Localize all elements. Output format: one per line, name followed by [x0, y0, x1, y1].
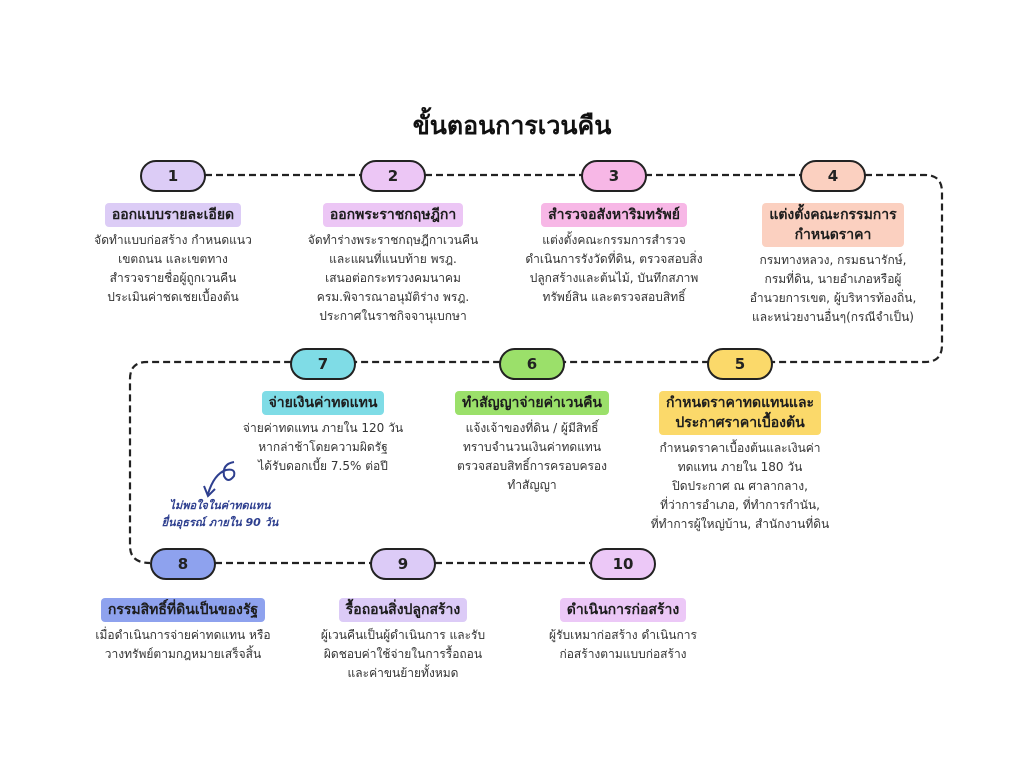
step-title: ออกพระราชกฤษฎีกา	[322, 203, 464, 227]
step-description-line: ผู้เวนคืนเป็นผู้ดำเนินการ และรับ	[320, 628, 486, 642]
step-number-badge: 6	[499, 348, 565, 380]
step-number-badge: 3	[581, 160, 647, 192]
step-6: ทำสัญญาจ่ายค่าเวนคืนแจ้งเจ้าของที่ดิน / …	[412, 391, 652, 495]
step-number-badge: 2	[360, 160, 426, 192]
step-description: แจ้งเจ้าของที่ดิน / ผู้มีสิทธิ์ทราบจำนวน…	[412, 419, 652, 495]
step-description-line: กำหนดราคาเบื้องต้นและเงินค่า	[659, 441, 821, 455]
step-number-badge: 1	[140, 160, 206, 192]
step-description-line: ก่อสร้างตามแบบก่อสร้าง	[559, 647, 687, 661]
step-number-badge: 4	[800, 160, 866, 192]
step-title: ทำสัญญาจ่ายค่าเวนคืน	[455, 391, 609, 415]
step-description-line: ที่ว่าการอำเภอ, ที่ทำการกำนัน,	[660, 498, 820, 512]
step-description-line: และค่าขนย้ายทั้งหมด	[347, 666, 459, 680]
step-number-badge: 8	[150, 548, 216, 580]
step-title: รื้อถอนสิ่งปลูกสร้าง	[338, 598, 468, 622]
step-title-line: แต่งตั้งคณะกรรมการ	[769, 207, 897, 223]
appeal-note-line: ยื่นอุธรณ์ ภายใน 90 วัน	[161, 516, 279, 529]
step-description-line: จัดทำร่างพระราชกฤษฎีกาเวนคืน	[307, 233, 479, 247]
step-description-line: กรมที่ดิน, นายอำเภอหรือผู้	[764, 272, 902, 286]
curved-arrow-icon	[203, 461, 236, 498]
step-title: ดำเนินการก่อสร้าง	[559, 598, 687, 622]
step-9: รื้อถอนสิ่งปลูกสร้างผู้เวนคืนเป็นผู้ดำเน…	[283, 598, 523, 683]
step-title-line: ดำเนินการก่อสร้าง	[566, 602, 680, 618]
step-7: จ่ายเงินค่าทดแทนจ่ายค่าทดแทน ภายใน 120 ว…	[203, 391, 443, 476]
step-description-line: จ่ายค่าทดแทน ภายใน 120 วัน	[242, 421, 404, 435]
step-title-line: กำหนดราคา	[794, 227, 872, 243]
step-description: จัดทำแบบก่อสร้าง กำหนดแนวเขตถนน และเขตทา…	[53, 231, 293, 307]
step-description-line: เมื่อดำเนินการจ่ายค่าทดแทน หรือ	[95, 628, 271, 642]
step-number-badge: 5	[707, 348, 773, 380]
step-number-badge: 10	[590, 548, 656, 580]
step-2: ออกพระราชกฤษฎีกาจัดทำร่างพระราชกฤษฎีกาเว…	[273, 203, 513, 326]
step-description-line: แต่งตั้งคณะกรรมการสำรวจ	[542, 233, 686, 247]
step-description-line: ได้รับดอกเบี้ย 7.5% ต่อปี	[258, 459, 388, 473]
step-title: ออกแบบรายละเอียด	[104, 203, 242, 227]
step-description-line: ทำสัญญา	[507, 478, 557, 492]
step-description: แต่งตั้งคณะกรรมการสำรวจดำเนินการรังวัดที…	[494, 231, 734, 307]
step-description-line: กรมทางหลวง, กรมธนารักษ์,	[759, 253, 907, 267]
step-5: กำหนดราคาทดแทนและประกาศราคาเบื้องต้นกำหน…	[620, 391, 860, 534]
step-description: ผู้เวนคืนเป็นผู้ดำเนินการ และรับผิดชอบค่…	[283, 626, 523, 683]
step-description-line: ครม.พิจารณาอนุมัติร่าง พรฎ.	[316, 290, 470, 304]
step-8: กรรมสิทธิ์ที่ดินเป็นของรัฐเมื่อดำเนินการ…	[63, 598, 303, 664]
step-title-line: ออกแบบรายละเอียด	[111, 207, 235, 223]
step-description-line: ประเมินค่าชดเชยเบื้องต้น	[107, 290, 239, 304]
step-10: ดำเนินการก่อสร้างผู้รับเหมาก่อสร้าง ดำเน…	[503, 598, 743, 664]
step-description: จ่ายค่าทดแทน ภายใน 120 วันหากล่าช้าโดยคว…	[203, 419, 443, 476]
step-description-line: หากล่าช้าโดยความผิดรัฐ	[258, 440, 388, 454]
appeal-note-line: ไม่พอใจในค่าทดแทน	[169, 499, 271, 512]
step-title: กรรมสิทธิ์ที่ดินเป็นของรัฐ	[100, 598, 266, 622]
step-4: แต่งตั้งคณะกรรมการกำหนดราคากรมทางหลวง, ก…	[713, 203, 953, 327]
step-description-line: ทรัพย์สิน และตรวจสอบสิทธิ์	[542, 290, 686, 304]
step-title: แต่งตั้งคณะกรรมการกำหนดราคา	[762, 203, 904, 247]
appeal-note: ไม่พอใจในค่าทดแทน ยื่นอุธรณ์ ภายใน 90 วั…	[150, 497, 290, 531]
step-description-line: ตรวจสอบสิทธิ์การครอบครอง	[457, 459, 607, 473]
step-description-line: ผู้รับเหมาก่อสร้าง ดำเนินการ	[549, 628, 697, 642]
step-number-badge: 9	[370, 548, 436, 580]
step-description-line: ทดแทน ภายใน 180 วัน	[677, 460, 803, 474]
step-title-line: ประกาศราคาเบื้องต้น	[675, 415, 805, 431]
step-description-line: ที่ทำการผู้ใหญ่บ้าน, สำนักงานที่ดิน	[650, 517, 830, 531]
step-description: ผู้รับเหมาก่อสร้าง ดำเนินการก่อสร้างตามแ…	[503, 626, 743, 664]
step-title-line: ทำสัญญาจ่ายค่าเวนคืน	[462, 395, 602, 411]
step-title-line: กรรมสิทธิ์ที่ดินเป็นของรัฐ	[107, 602, 259, 618]
step-description-line: วางทรัพย์ตามกฎหมายเสร็จสิ้น	[104, 647, 262, 661]
step-title: จ่ายเงินค่าทดแทน	[261, 391, 385, 415]
step-description-line: ประกาศในราชกิจจานุเบกษา	[319, 309, 467, 323]
step-description-line: ปิดประกาศ ณ ศาลากลาง,	[672, 479, 808, 493]
step-description: จัดทำร่างพระราชกฤษฎีกาเวนคืนและแผนที่แนบ…	[273, 231, 513, 326]
step-description-line: ผิดชอบค่าใช้จ่ายในการรื้อถอน	[323, 647, 483, 661]
step-description-line: และแผนที่แนบท้าย พรฎ.	[329, 252, 457, 266]
step-description-line: และหน่วยงานอื่นๆ(กรณีจำเป็น)	[752, 310, 914, 324]
step-description: เมื่อดำเนินการจ่ายค่าทดแทน หรือวางทรัพย์…	[63, 626, 303, 664]
step-title-line: จ่ายเงินค่าทดแทน	[268, 395, 378, 411]
step-description-line: เสนอต่อกระทรวงคมนาคม	[325, 271, 461, 285]
step-title-line: สำรวจอสังหาริมทรัพย์	[548, 207, 680, 223]
step-description-line: ดำเนินการรังวัดที่ดิน, ตรวจสอบสิ่ง	[525, 252, 703, 266]
step-description-line: สำรวจรายชื่อผู้ถูกเวนคืน	[109, 271, 237, 285]
step-description-line: อำนวยการเขต, ผู้บริหารท้องถิ่น,	[749, 291, 917, 305]
step-description: กรมทางหลวง, กรมธนารักษ์, กรมที่ดิน, นายอำ…	[713, 251, 953, 327]
step-description-line: เขตถนน และเขตทาง	[118, 252, 228, 266]
step-description-line: แจ้งเจ้าของที่ดิน / ผู้มีสิทธิ์	[465, 421, 599, 435]
step-title: สำรวจอสังหาริมทรัพย์	[541, 203, 687, 227]
step-number-badge: 7	[290, 348, 356, 380]
step-1: ออกแบบรายละเอียดจัดทำแบบก่อสร้าง กำหนดแน…	[53, 203, 293, 307]
step-title-line: ออกพระราชกฤษฎีกา	[329, 207, 457, 223]
page-title: ขั้นตอนการเวนคืน	[412, 111, 612, 140]
step-description: กำหนดราคาเบื้องต้นและเงินค่าทดแทน ภายใน …	[620, 439, 860, 534]
step-description-line: ปลูกสร้างและต้นไม้, บันทึกสภาพ	[529, 271, 699, 285]
step-description-line: ทราบจำนวนเงินค่าทดแทน	[462, 440, 602, 454]
step-title-line: รื้อถอนสิ่งปลูกสร้าง	[345, 602, 461, 618]
step-title: กำหนดราคาทดแทนและประกาศราคาเบื้องต้น	[658, 391, 822, 435]
step-title-line: กำหนดราคาทดแทนและ	[665, 395, 815, 411]
step-description-line: จัดทำแบบก่อสร้าง กำหนดแนว	[94, 233, 252, 247]
step-3: สำรวจอสังหาริมทรัพย์แต่งตั้งคณะกรรมการสำ…	[494, 203, 734, 307]
